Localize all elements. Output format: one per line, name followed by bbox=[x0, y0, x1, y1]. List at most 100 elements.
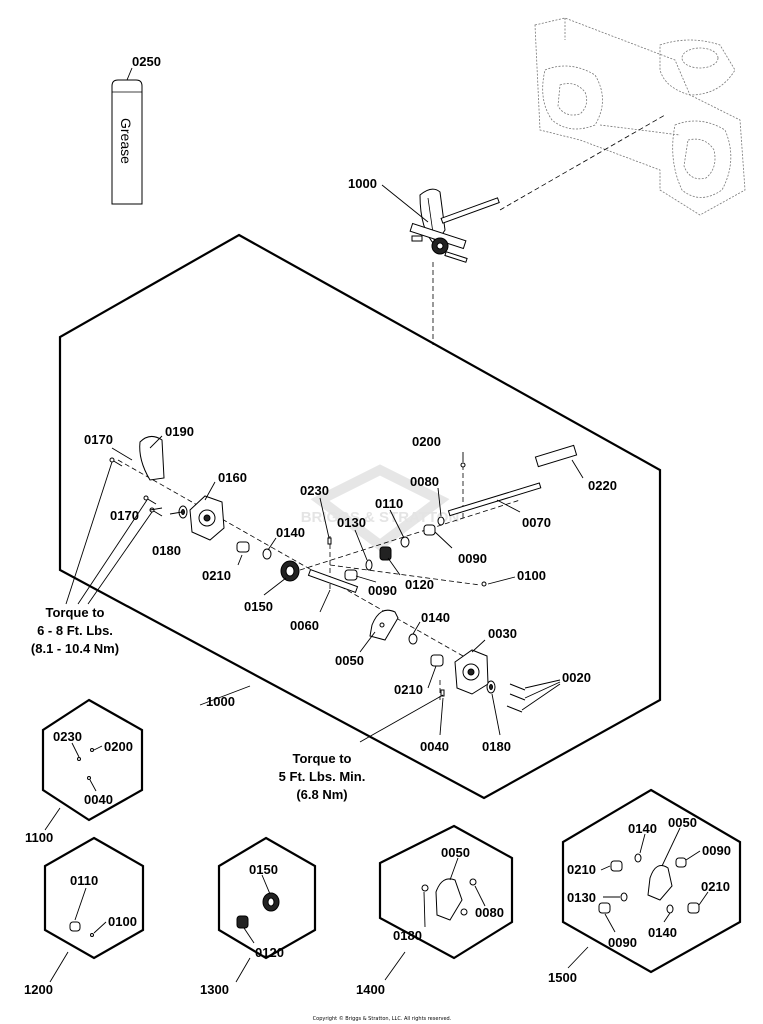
key-0230 bbox=[327, 537, 332, 545]
kit-1100: 0230 0200 0040 1100 bbox=[25, 698, 144, 845]
part-label-0030: 0030 bbox=[488, 626, 517, 641]
screw-0100 bbox=[481, 581, 487, 587]
worm-0120 bbox=[379, 546, 392, 561]
kit-1200-label-a: 0110 bbox=[70, 873, 98, 888]
part-label-0040: 0040 bbox=[420, 739, 449, 754]
part-label-0140-a: 0140 bbox=[276, 525, 305, 540]
part-label-0150: 0150 bbox=[244, 599, 273, 614]
part-label-0170-a: 0170 bbox=[84, 432, 113, 447]
bushing-0210-lower bbox=[430, 654, 444, 667]
kit-1500-label-d: 0090 bbox=[702, 843, 731, 858]
kit-1500-label-h: 0140 bbox=[648, 925, 677, 940]
part-label-0060: 0060 bbox=[290, 618, 319, 633]
part-label-0110: 0110 bbox=[375, 496, 403, 511]
part-label-0210-b: 0210 bbox=[394, 682, 423, 697]
kit-1100-label-c: 0040 bbox=[84, 792, 113, 807]
kit-1500-id: 1500 bbox=[548, 970, 577, 985]
kit-1300-label-b: 0120 bbox=[255, 945, 284, 960]
kit-1500: 0140 0050 0210 0090 0130 0210 0090 0140 … bbox=[548, 788, 742, 985]
kit-1500-label-g: 0090 bbox=[608, 935, 637, 950]
thrust-washer-0110 bbox=[400, 536, 410, 548]
main-assembly-hexagon bbox=[58, 233, 662, 800]
part-label-0250: 0250 bbox=[132, 54, 161, 69]
part-label-0100: 0100 bbox=[517, 568, 546, 583]
kit-1500-label-b: 0050 bbox=[668, 815, 697, 830]
kit-1400-label-b: 0180 bbox=[393, 928, 422, 943]
kit-1400-label-c: 0080 bbox=[475, 905, 504, 920]
part-label-0020: 0020 bbox=[562, 670, 591, 685]
part-label-0180-b: 0180 bbox=[482, 739, 511, 754]
torque-note-right: Torque to 5 Ft. Lbs. Min. (6.8 Nm) bbox=[279, 751, 366, 802]
impeller-blade-0190 bbox=[139, 436, 165, 481]
bolts-0020 bbox=[506, 683, 526, 713]
bushing-0210-left bbox=[236, 541, 250, 553]
part-label-0050: 0050 bbox=[335, 653, 364, 668]
kit-1500-label-c: 0210 bbox=[567, 862, 596, 877]
torque-note-left-line2: 6 - 8 Ft. Lbs. bbox=[37, 623, 113, 638]
gear-case-half-0160 bbox=[189, 495, 225, 541]
kit-1300-label-a: 0150 bbox=[249, 862, 278, 877]
part-label-0090-a: 0090 bbox=[458, 551, 487, 566]
kit-1300-id: 1300 bbox=[200, 982, 229, 997]
auger-housing bbox=[534, 17, 746, 216]
part-label-0210-a: 0210 bbox=[202, 568, 231, 583]
kit-1400-label-a: 0050 bbox=[441, 845, 470, 860]
part-label-0190: 0190 bbox=[165, 424, 194, 439]
torque-note-left: Torque to 6 - 8 Ft. Lbs. (8.1 - 10.4 Nm) bbox=[31, 605, 119, 656]
kit-1400-id: 1400 bbox=[356, 982, 385, 997]
worm-gear-0150 bbox=[280, 560, 300, 582]
copyright-text: Copyright © Briggs & Stratton, LLC. All … bbox=[313, 1015, 452, 1022]
kit-1100-label-a: 0230 bbox=[53, 729, 82, 744]
kit-1100-id: 1100 bbox=[25, 830, 53, 845]
input-shaft-0070 bbox=[447, 482, 542, 517]
torque-note-right-line1: Torque to bbox=[293, 751, 352, 766]
part-label-0220: 0220 bbox=[588, 478, 617, 493]
part-label-0120: 0120 bbox=[405, 577, 434, 592]
torque-note-right-line2: 5 Ft. Lbs. Min. bbox=[279, 769, 366, 784]
auger-shaft-0060 bbox=[307, 568, 359, 594]
key-0040 bbox=[440, 689, 445, 697]
brand-watermark: BRIGGS & STRATTON bbox=[301, 464, 460, 552]
part-label-0230: 0230 bbox=[300, 483, 329, 498]
grease-label: Grease bbox=[118, 118, 134, 164]
bearing-0180-left bbox=[178, 505, 188, 519]
washer-0080 bbox=[437, 516, 445, 526]
gasket-0050 bbox=[369, 609, 399, 641]
part-label-0130: 0130 bbox=[337, 515, 366, 530]
washer-0130 bbox=[365, 559, 373, 571]
kit-1500-label-a: 0140 bbox=[628, 821, 657, 836]
kit-1200-label-b: 0100 bbox=[108, 914, 137, 929]
part-label-1000-top: 1000 bbox=[348, 176, 377, 191]
gear-case-half-0030 bbox=[454, 649, 489, 695]
grease-tube: Grease bbox=[111, 79, 143, 205]
part-label-1000-main: 1000 bbox=[206, 694, 235, 709]
part-label-0140-b: 0140 bbox=[421, 610, 450, 625]
watermark-text: BRIGGS & STRATTON bbox=[301, 509, 460, 526]
torque-note-left-line3: (8.1 - 10.4 Nm) bbox=[31, 641, 119, 656]
part-label-0160: 0160 bbox=[218, 470, 247, 485]
bushing-0090-mid bbox=[344, 569, 358, 581]
kit-1500-label-e: 0130 bbox=[567, 890, 596, 905]
pin-0200 bbox=[460, 462, 466, 468]
kit-1400: 0050 0180 0080 1400 bbox=[356, 824, 514, 997]
part-label-0080: 0080 bbox=[410, 474, 439, 489]
thrust-washer-0140-lower bbox=[408, 633, 418, 645]
part-label-0170-b: 0170 bbox=[110, 508, 139, 523]
auger-assembly-top bbox=[409, 188, 500, 263]
kit-1200-id: 1200 bbox=[24, 982, 53, 997]
kit-1300: 0150 0120 1300 bbox=[200, 836, 317, 997]
part-label-0090-b: 0090 bbox=[368, 583, 397, 598]
part-label-0180-a: 0180 bbox=[152, 543, 181, 558]
part-label-0070: 0070 bbox=[522, 515, 551, 530]
thrust-washer-0140-left bbox=[262, 548, 272, 560]
kit-1500-label-f: 0210 bbox=[701, 879, 730, 894]
kit-1100-label-b: 0200 bbox=[104, 739, 133, 754]
torque-note-left-line1: Torque to bbox=[46, 605, 105, 620]
part-label-0200: 0200 bbox=[412, 434, 441, 449]
drive-shaft-0220 bbox=[534, 444, 578, 468]
bearing-0180-right bbox=[486, 680, 496, 694]
bushing-0090-right bbox=[423, 524, 436, 536]
kit-1200: 0110 0100 1200 bbox=[24, 836, 145, 997]
torque-note-right-line3: (6.8 Nm) bbox=[296, 787, 347, 802]
